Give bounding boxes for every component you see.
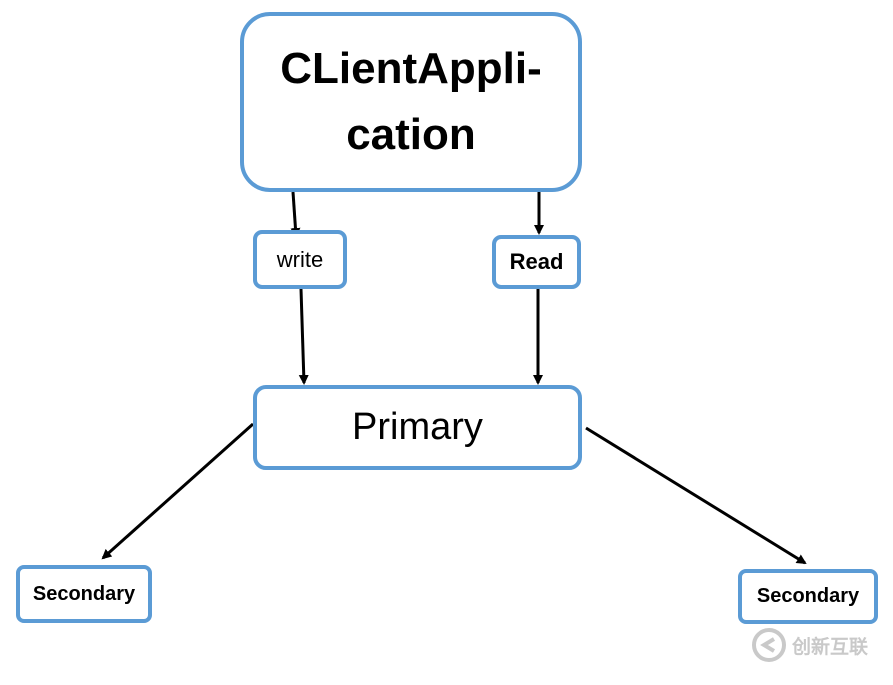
arrow-primary-to-secondary-right xyxy=(585,426,807,565)
primary-label: Primary xyxy=(352,406,483,448)
arrow-write-to-primary xyxy=(298,288,309,385)
secondary-right-node: Secondary xyxy=(738,569,878,624)
read-node: Read xyxy=(492,235,581,289)
secondary-right-label: Secondary xyxy=(756,585,860,607)
secondary-left-label: Secondary xyxy=(32,582,136,605)
write-label: write xyxy=(276,246,324,272)
client-application-label-line1: CLientAppli- xyxy=(280,44,542,93)
client-application-node: CLientAppli- cation xyxy=(240,12,582,192)
write-node: write xyxy=(253,230,347,289)
primary-node: Primary xyxy=(253,385,582,470)
client-application-label-line2: cation xyxy=(346,110,476,159)
arrow-primary-to-secondary-left xyxy=(101,422,254,560)
arrow-client-to-write xyxy=(290,191,301,238)
logo-c-icon xyxy=(752,628,786,662)
watermark-text: 创新互联 xyxy=(792,636,869,658)
read-label: Read xyxy=(509,249,564,274)
secondary-left-node: Secondary xyxy=(16,565,152,623)
watermark: 创新互联 xyxy=(752,628,868,662)
